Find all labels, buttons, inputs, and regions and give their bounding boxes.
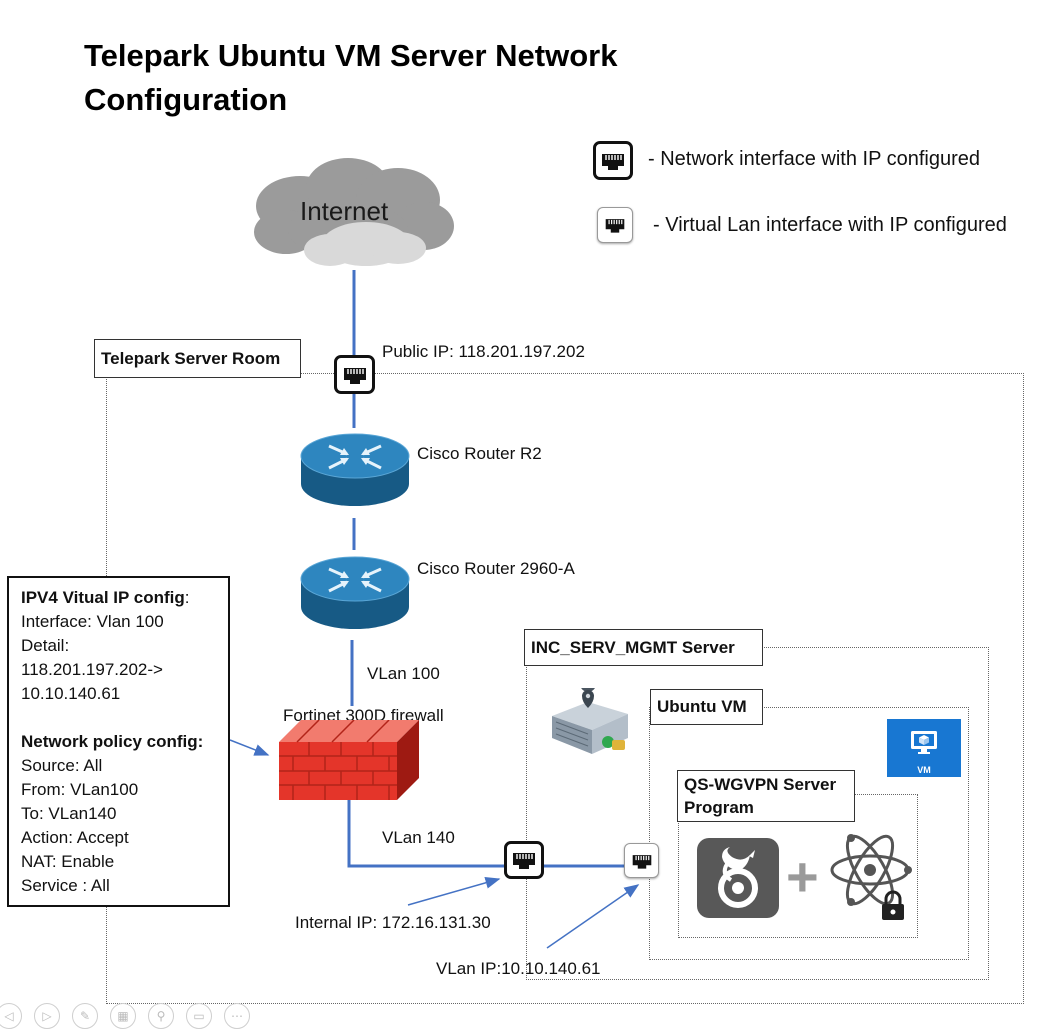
server-icon [552,688,628,754]
server-room-label: Telepark Server Room [94,339,301,378]
more-icon[interactable]: ⋯ [224,1003,250,1029]
ubuntu-vm-container [649,707,969,960]
policy-source: Source: All [21,756,103,775]
wgvpn-label-line2: Program [684,798,754,817]
policy-title: Network policy config: [21,732,204,751]
vlan-100-label: VLan 100 [367,664,440,683]
subtitle-icon[interactable]: ▭ [186,1003,212,1029]
config-interface: Interface: Vlan 100 [21,612,164,631]
router-icon [300,433,410,506]
vm-icon: VM [887,719,961,777]
config-detail-to: 10.10.140.61 [21,684,121,703]
ipv4-title-line: IPV4 Vitual IP config: [21,586,216,610]
vlan-ethernet-port-icon [624,843,659,878]
policy-action: Action: Accept [21,828,129,847]
policy-from: From: VLan100 [21,780,139,799]
config-detail-from: 118.201.197.202-> [21,660,163,679]
ipv4-config-box: IPV4 Vitual IP config: Interface: Vlan 1… [7,576,230,907]
title-line-2: Configuration [84,82,288,117]
router-r2-label: Cisco Router R2 [417,444,542,463]
legend-vlan-port-icon [597,207,633,243]
link-firewall-internal-port [347,798,504,868]
vm-badge-text: VM [917,765,931,775]
public-ethernet-port-icon [334,355,375,394]
cloud-label: Internet [300,196,389,226]
cloud-icon [254,158,454,266]
legend-vlan-interface-text: - Virtual Lan interface with IP configur… [653,214,1007,236]
policy-nat: NAT: Enable [21,852,115,871]
ipv4-title-colon: : [184,588,190,607]
wireguard-icon [697,838,779,918]
internal-ip-label: Internal IP: 172.16.131.30 [295,913,491,932]
vlan-140-label: VLan 140 [382,828,455,847]
slide-toolbar: ◁ ▷ ✎ ▦ ⚲ ▭ ⋯ [0,1003,260,1029]
arrow-vlan-ip [546,884,640,949]
plus-symbol: + [786,845,819,908]
wgvpn-label-line1: QS-WGVPN Server [684,775,837,794]
vlan-ip-label: VLan IP:10.10.140.61 [436,959,601,978]
legend-network-port-icon [593,141,633,180]
previous-icon[interactable]: ◁ [0,1003,22,1029]
policy-to: To: VLan140 [21,804,117,823]
ipv4-title: IPV4 Vitual IP config [21,588,185,607]
next-icon[interactable]: ▷ [34,1003,60,1029]
wgvpn-label: QS-WGVPN Server Program [677,770,855,822]
zoom-icon[interactable]: ⚲ [148,1003,174,1029]
router-2960-label: Cisco Router 2960-A [417,559,575,578]
policy-service: Service : All [21,876,110,895]
title-line-1: Telepark Ubuntu VM Server Network [84,38,618,73]
mgmt-server-label: INC_SERV_MGMT Server [524,629,763,666]
router-icon [300,556,410,629]
arrow-config-to-firewall [229,739,270,756]
page-title: Telepark Ubuntu VM Server Network Config… [84,34,704,122]
atom-lock-icon [830,834,912,920]
public-ip-label: Public IP: 118.201.197.202 [382,342,585,361]
legend-network-interface-text: - Network interface with IP configured [648,148,981,170]
ubuntu-vm-label: Ubuntu VM [650,689,763,725]
arrow-internal-ip [407,876,501,906]
firewall-icon [279,720,419,800]
pen-icon[interactable]: ✎ [72,1003,98,1029]
slides-icon[interactable]: ▦ [110,1003,136,1029]
internal-ethernet-port-icon [504,841,544,879]
config-detail: Detail: [21,636,70,655]
